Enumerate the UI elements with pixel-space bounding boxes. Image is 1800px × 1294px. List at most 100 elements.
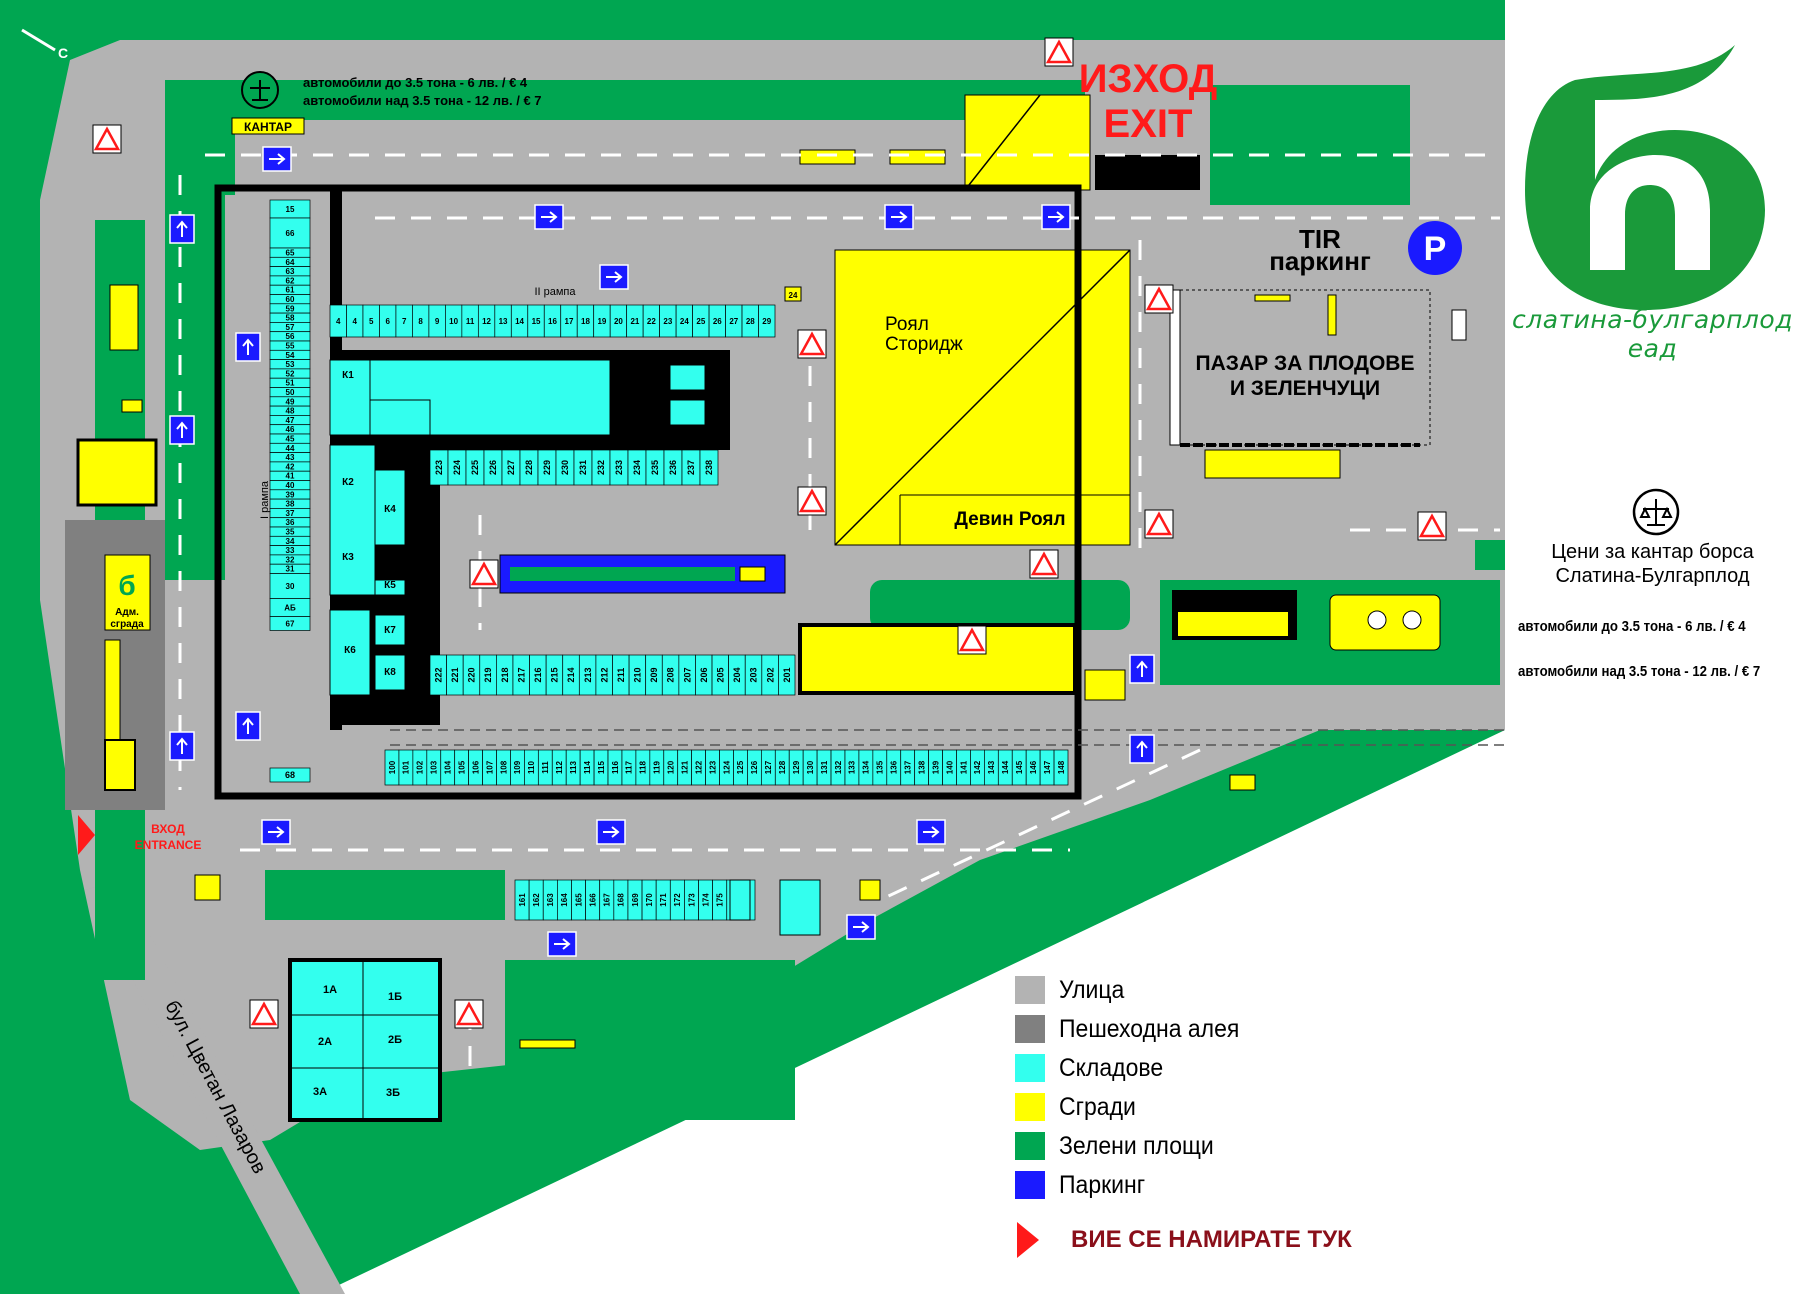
warehouse-unit-label: 169 bbox=[631, 893, 640, 907]
warehouse-unit-label: 115 bbox=[597, 760, 606, 773]
arrow-up-icon bbox=[169, 731, 195, 761]
warehouse-unit-label: 230 bbox=[560, 460, 570, 475]
warehouse-unit-label: 10 bbox=[449, 317, 458, 326]
green-island bbox=[165, 120, 235, 580]
block-unit-label: 2А bbox=[318, 1036, 332, 1048]
warehouse-unit-label: 4 bbox=[352, 317, 357, 326]
legend-swatch bbox=[1015, 1015, 1045, 1043]
block-1a-3b bbox=[288, 958, 442, 1122]
k-unit-label: К7 bbox=[384, 625, 396, 636]
warehouse-unit-label: 17 bbox=[565, 317, 574, 326]
k-unit-label: К2 bbox=[342, 477, 354, 488]
unit-24 bbox=[784, 286, 802, 302]
warehouse-unit-label: 111 bbox=[541, 761, 550, 774]
warehouse-unit-label: 234 bbox=[632, 460, 642, 475]
warehouse-unit-label: 164 bbox=[560, 893, 569, 907]
warehouse-unit-label: 132 bbox=[834, 760, 843, 774]
tir-label-2: паркинг bbox=[1269, 246, 1371, 276]
warehouse-unit-label: 55 bbox=[286, 341, 295, 350]
warehouse-unit-label: 124 bbox=[722, 760, 731, 774]
warehouse-unit-label: 6 bbox=[385, 317, 390, 326]
legend-item: Пешеходна алея bbox=[1015, 1014, 1255, 1044]
warehouse-unit bbox=[778, 654, 796, 696]
legend-swatch bbox=[1015, 1093, 1045, 1121]
warehouse-unit-label: 59 bbox=[286, 304, 295, 313]
k-unit-label: К5 bbox=[384, 580, 396, 591]
warehouse-unit-label: 126 bbox=[750, 760, 759, 774]
exit-gate bbox=[1095, 155, 1200, 190]
warehouse-unit-label: 25 bbox=[696, 317, 705, 326]
block-unit-label: 1А bbox=[323, 984, 337, 996]
green-island bbox=[870, 580, 1130, 630]
scale-icon bbox=[1632, 488, 1680, 536]
legend-swatch bbox=[1015, 1054, 1045, 1082]
warehouse-unit-label: 173 bbox=[687, 893, 696, 907]
warehouse-unit-label: 148 bbox=[1057, 760, 1066, 774]
warehouse-unit-label: АБ bbox=[284, 603, 296, 612]
warehouse-unit-label: 201 bbox=[782, 667, 792, 682]
royal-label-2: Сторидж bbox=[885, 334, 963, 355]
warehouse-unit-label: 161 bbox=[518, 893, 527, 907]
admin-label-1: Адм. bbox=[115, 607, 139, 618]
warehouse-unit-label: 61 bbox=[286, 286, 295, 295]
warehouse-unit-label: 207 bbox=[682, 667, 692, 682]
legend-item: Складове bbox=[1015, 1053, 1172, 1083]
warehouse-unit-label: 129 bbox=[792, 760, 801, 774]
building bbox=[964, 94, 1091, 191]
warehouse-unit bbox=[699, 449, 719, 486]
parking-sign-icon bbox=[1408, 221, 1462, 275]
warehouse-unit-label: 60 bbox=[286, 295, 295, 304]
k-unit-label: К4 bbox=[384, 504, 396, 515]
legend-item: Сгради bbox=[1015, 1092, 1143, 1122]
admin-building bbox=[104, 554, 151, 631]
warehouse-unit bbox=[269, 767, 311, 783]
red-pointer-icon bbox=[1017, 1222, 1039, 1258]
warehouse-unit-label: 226 bbox=[488, 460, 498, 475]
warehouse-unit-label: 142 bbox=[973, 760, 982, 774]
k-unit-label: К3 bbox=[342, 552, 354, 563]
building bbox=[799, 149, 856, 165]
warehouse-unit-label: 120 bbox=[667, 760, 676, 774]
block-unit-label: 2Б bbox=[388, 1034, 402, 1046]
warehouse-unit-label: 228 bbox=[524, 460, 534, 475]
market-map: б Адм. сграда 15666564636261605958575655… bbox=[0, 0, 1505, 1294]
weigh-station-label: КАНТАР bbox=[244, 120, 292, 134]
warehouse-unit-label: 18 bbox=[581, 317, 590, 326]
prices-title-line1: Цени за кантар борса bbox=[1551, 541, 1754, 563]
warehouse-unit-label: 235 bbox=[650, 460, 660, 475]
north-mark: С bbox=[58, 45, 68, 61]
warehouse-unit-label: 116 bbox=[611, 760, 620, 773]
warehouse-unit-label: 146 bbox=[1029, 760, 1038, 774]
warehouse-unit-label: 42 bbox=[286, 462, 295, 471]
warehouse-unit-label: 53 bbox=[286, 360, 295, 369]
warehouse-unit-label: 43 bbox=[286, 453, 295, 462]
warehouse-unit-label: 229 bbox=[542, 460, 552, 475]
warehouse-unit-label: 104 bbox=[444, 760, 453, 774]
parking-sign-letter: P bbox=[1424, 230, 1447, 268]
warehouse-unit-label: 35 bbox=[286, 527, 295, 536]
warehouse-unit-label: 26 bbox=[713, 317, 722, 326]
warehouse-unit-label: 15 bbox=[532, 317, 541, 326]
warehouse-unit-label: 144 bbox=[1001, 760, 1010, 774]
market-label-2: И ЗЕЛЕНЧУЦИ bbox=[1230, 377, 1380, 400]
warehouse-unit-label: 203 bbox=[749, 667, 759, 682]
warehouse-unit-label: 147 bbox=[1043, 760, 1052, 774]
warehouse-unit-label: 227 bbox=[506, 460, 516, 475]
tir-label-1: TIR bbox=[1299, 224, 1341, 254]
warehouse-unit bbox=[269, 616, 311, 631]
warehouse-unit-label: 206 bbox=[699, 667, 709, 682]
devin-label: Девин Роял bbox=[954, 509, 1065, 530]
warehouse-unit-label: 66 bbox=[286, 229, 295, 238]
warehouse-unit-label: 223 bbox=[434, 460, 444, 475]
warehouse-unit-label: 8 bbox=[418, 317, 423, 326]
legend-label: Паркинг bbox=[1059, 1170, 1146, 1199]
legend-label: Сгради bbox=[1059, 1092, 1136, 1121]
block-unit-label: 3А bbox=[313, 1086, 327, 1098]
warehouse-unit-label: 68 bbox=[285, 770, 295, 780]
warehouse-unit-label: 170 bbox=[645, 893, 654, 907]
warehouse-unit-label: 5 bbox=[369, 317, 374, 326]
warehouse-unit-label: 232 bbox=[596, 460, 606, 475]
warehouse-unit-label: 112 bbox=[555, 760, 564, 773]
warehouse-unit-label: 39 bbox=[286, 490, 295, 499]
